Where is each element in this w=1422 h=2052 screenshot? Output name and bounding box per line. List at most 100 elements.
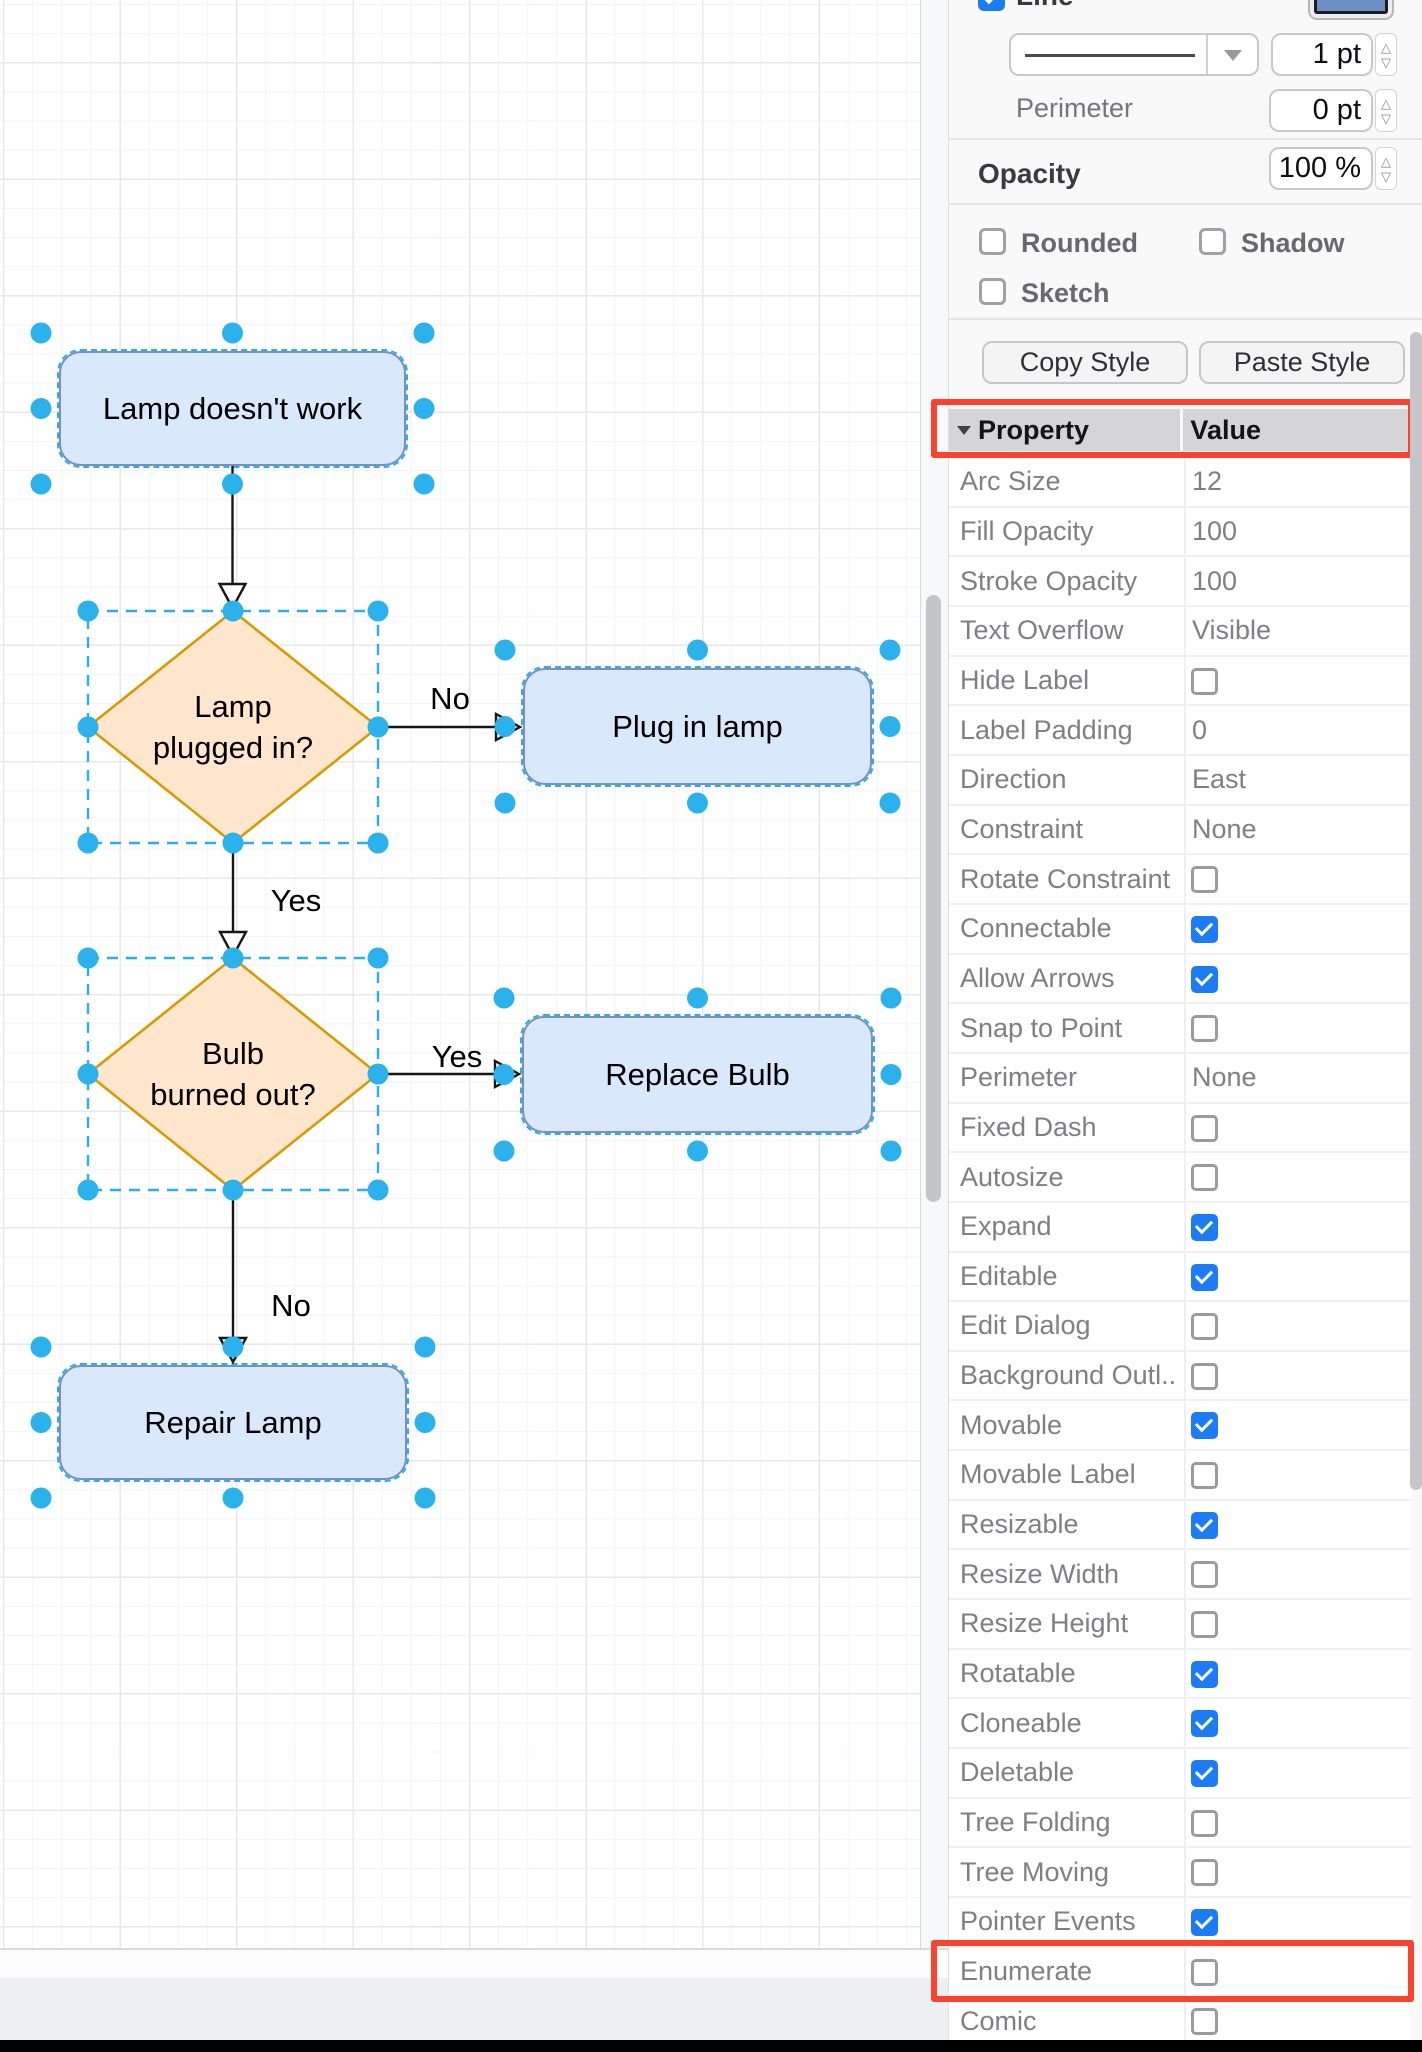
- property-checkbox[interactable]: [1191, 1362, 1218, 1390]
- edge-label[interactable]: Yes: [270, 883, 322, 918]
- property-checkbox[interactable]: [1191, 1809, 1218, 1837]
- property-checkbox[interactable]: [1191, 667, 1218, 695]
- edge-label[interactable]: Yes: [431, 1039, 483, 1074]
- collapse-triangle-icon[interactable]: [957, 425, 971, 435]
- property-checkbox[interactable]: [1191, 1958, 1218, 1986]
- selection-handle[interactable]: [493, 987, 515, 1009]
- flowchart-node[interactable]: Plug in lamp: [521, 666, 874, 787]
- selection-handle[interactable]: [30, 473, 52, 495]
- selection-handle[interactable]: [687, 1140, 708, 1162]
- sketch-label: Sketch: [1021, 278, 1110, 308]
- selection-handle[interactable]: [222, 322, 243, 344]
- property-checkbox[interactable]: [1191, 1710, 1218, 1738]
- selection-handle[interactable]: [880, 1064, 902, 1085]
- selection-handle[interactable]: [222, 1336, 244, 1358]
- property-checkbox[interactable]: [1191, 1511, 1218, 1539]
- rounded-checkbox[interactable]: [979, 228, 1006, 255]
- property-label: Fill Opacity: [960, 515, 1094, 546]
- selection-handle[interactable]: [414, 1412, 436, 1433]
- property-checkbox[interactable]: [1191, 1213, 1218, 1241]
- selection-handle[interactable]: [494, 792, 516, 814]
- property-value[interactable]: 100: [1192, 565, 1238, 596]
- selection-handle[interactable]: [30, 322, 52, 344]
- selection-handle[interactable]: [222, 473, 243, 495]
- sketch-checkbox[interactable]: [979, 278, 1006, 305]
- selection-handle[interactable]: [30, 1412, 52, 1433]
- arrowhead-icon: [217, 582, 248, 611]
- property-checkbox[interactable]: [1191, 1909, 1218, 1937]
- line-color-button[interactable]: [1308, 0, 1394, 20]
- selection-handle[interactable]: [687, 639, 708, 661]
- property-checkbox[interactable]: [1191, 1412, 1218, 1440]
- property-checkbox[interactable]: [1191, 1760, 1218, 1788]
- selection-handle[interactable]: [413, 322, 435, 344]
- selection-handle[interactable]: [222, 1487, 244, 1509]
- canvas-scrollbar-thumb[interactable]: [926, 595, 941, 1202]
- property-label: Arc Size: [960, 466, 1061, 497]
- property-checkbox[interactable]: [1191, 1859, 1218, 1887]
- selection-handle[interactable]: [880, 987, 902, 1009]
- property-checkbox[interactable]: [1191, 1561, 1218, 1589]
- property-label: Tree Folding: [960, 1807, 1111, 1838]
- perimeter-stepper[interactable]: △▽: [1375, 89, 1397, 132]
- panel-scrollbar-thumb[interactable]: [1410, 332, 1422, 1490]
- paste-style-button[interactable]: Paste Style: [1199, 341, 1405, 384]
- property-checkbox[interactable]: [1191, 2008, 1218, 2036]
- property-value[interactable]: None: [1192, 1062, 1257, 1093]
- property-checkbox[interactable]: [1191, 1660, 1218, 1688]
- selection-handle[interactable]: [414, 1336, 436, 1358]
- property-value[interactable]: 100: [1192, 515, 1238, 546]
- property-value[interactable]: Visible: [1192, 615, 1272, 646]
- property-table-header[interactable]: Property Value: [949, 409, 1411, 451]
- property-checkbox[interactable]: [1191, 1164, 1218, 1192]
- property-checkbox[interactable]: [1191, 1313, 1218, 1341]
- property-value[interactable]: None: [1192, 813, 1257, 844]
- selection-handle[interactable]: [414, 1487, 436, 1509]
- selection-handle[interactable]: [687, 987, 708, 1009]
- selection-handle[interactable]: [494, 716, 516, 737]
- shadow-checkbox[interactable]: [1199, 228, 1226, 255]
- edge-label[interactable]: No: [271, 1288, 311, 1323]
- line-checkbox[interactable]: [978, 0, 1005, 11]
- property-checkbox[interactable]: [1191, 866, 1218, 894]
- selection-handle[interactable]: [493, 1140, 515, 1162]
- selection-handle[interactable]: [880, 1140, 902, 1162]
- selection-handle[interactable]: [493, 1064, 515, 1085]
- line-width-stepper[interactable]: △▽: [1375, 33, 1397, 76]
- flowchart-node[interactable]: Lamp doesn't work: [57, 349, 408, 468]
- selection-handle[interactable]: [687, 792, 708, 814]
- selection-handle[interactable]: [879, 716, 901, 737]
- property-checkbox[interactable]: [1191, 915, 1218, 943]
- property-checkbox[interactable]: [1191, 1611, 1218, 1639]
- selection-handle[interactable]: [494, 639, 516, 661]
- property-value[interactable]: 12: [1192, 466, 1223, 497]
- edge-label[interactable]: No: [430, 681, 470, 716]
- property-checkbox[interactable]: [1191, 1015, 1218, 1043]
- property-checkbox[interactable]: [1191, 1263, 1218, 1291]
- copy-style-button[interactable]: Copy Style: [982, 341, 1188, 384]
- property-checkbox[interactable]: [1191, 965, 1218, 993]
- property-label: Expand: [960, 1211, 1052, 1242]
- line-label: Line: [1016, 0, 1074, 12]
- selection-handle[interactable]: [413, 398, 435, 419]
- line-style-dropdown[interactable]: [1009, 33, 1259, 76]
- selection-handle[interactable]: [30, 1487, 52, 1509]
- selection-handle[interactable]: [879, 792, 901, 814]
- selection-handle[interactable]: [30, 398, 52, 419]
- perimeter-input[interactable]: 0 pt: [1269, 89, 1373, 132]
- selection-handle[interactable]: [413, 473, 435, 495]
- line-width-input[interactable]: 1 pt: [1271, 33, 1373, 76]
- property-checkbox[interactable]: [1191, 1114, 1218, 1142]
- selection-handle[interactable]: [30, 1336, 52, 1358]
- property-value[interactable]: East: [1192, 764, 1247, 795]
- opacity-input[interactable]: 100 %: [1269, 147, 1373, 190]
- property-checkbox[interactable]: [1191, 1462, 1218, 1490]
- property-value[interactable]: 0: [1192, 714, 1208, 745]
- opacity-stepper[interactable]: △▽: [1375, 147, 1397, 190]
- flowchart-node[interactable]: Repair Lamp: [57, 1363, 409, 1482]
- property-label: Resizable: [960, 1509, 1079, 1540]
- selection-handle[interactable]: [879, 639, 901, 661]
- flowchart-node[interactable]: Replace Bulb: [520, 1014, 875, 1135]
